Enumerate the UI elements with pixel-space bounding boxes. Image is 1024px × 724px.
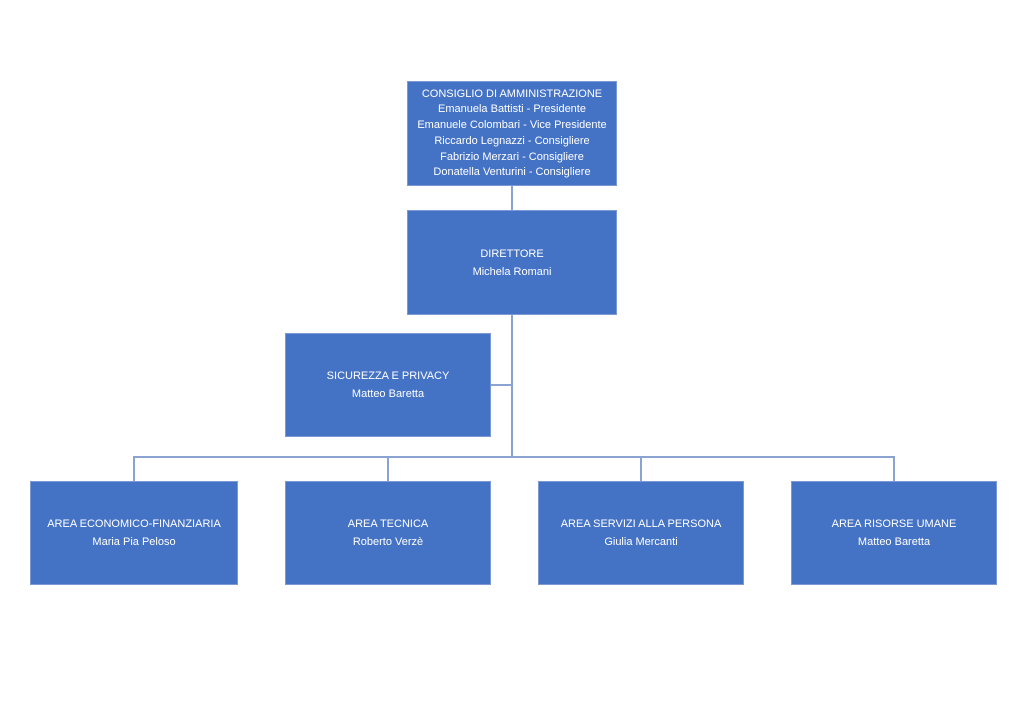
org-node-area-person-services: AREA SERVIZI ALLA PERSONA Giulia Mercant… bbox=[538, 481, 744, 585]
board-title: CONSIGLIO DI AMMINISTRAZIONE bbox=[421, 87, 603, 100]
area-person-services-name: Giulia Mercanti bbox=[604, 536, 678, 548]
security-name: Matteo Baretta bbox=[351, 388, 425, 400]
board-member: Emanuele Colombari - Vice Presidente bbox=[417, 119, 607, 132]
org-node-area-hr: AREA RISORSE UMANE Matteo Baretta bbox=[791, 481, 997, 585]
security-title: SICUREZZA E PRIVACY bbox=[326, 370, 450, 382]
area-technical-name: Roberto Verzè bbox=[352, 536, 424, 548]
director-title: DIRETTORE bbox=[480, 247, 544, 260]
connector-director-to-bus bbox=[511, 315, 513, 457]
connector-drop-area-finance bbox=[133, 458, 135, 481]
area-technical-title: AREA TECNICA bbox=[347, 518, 429, 530]
board-member: Emanuela Battisti - Presidente bbox=[438, 103, 586, 116]
org-node-board: CONSIGLIO DI AMMINISTRAZIONE Emanuela Ba… bbox=[407, 81, 617, 186]
area-finance-name: Maria Pia Peloso bbox=[92, 536, 176, 548]
org-node-area-finance: AREA ECONOMICO-FINANZIARIA Maria Pia Pel… bbox=[30, 481, 238, 585]
org-node-director: DIRETTORE Michela Romani bbox=[407, 210, 617, 315]
connector-drop-area-person-services bbox=[640, 458, 642, 481]
director-name: Michela Romani bbox=[472, 265, 552, 278]
area-hr-name: Matteo Baretta bbox=[857, 536, 931, 548]
connector-security-to-trunk bbox=[491, 384, 512, 386]
area-person-services-title: AREA SERVIZI ALLA PERSONA bbox=[560, 518, 722, 530]
connector-horizontal-bus bbox=[133, 456, 895, 458]
connector-drop-area-technical bbox=[387, 458, 389, 481]
connector-board-to-director bbox=[511, 186, 513, 210]
area-finance-title: AREA ECONOMICO-FINANZIARIA bbox=[47, 518, 221, 530]
board-member: Fabrizio Merzari - Consigliere bbox=[440, 150, 584, 163]
connector-drop-area-hr bbox=[893, 458, 895, 481]
org-node-area-technical: AREA TECNICA Roberto Verzè bbox=[285, 481, 491, 585]
board-member: Donatella Venturini - Consigliere bbox=[433, 166, 591, 179]
area-hr-title: AREA RISORSE UMANE bbox=[831, 518, 957, 530]
org-node-security-privacy: SICUREZZA E PRIVACY Matteo Baretta bbox=[285, 333, 491, 437]
board-member: Riccardo Legnazzi - Consigliere bbox=[434, 134, 590, 147]
